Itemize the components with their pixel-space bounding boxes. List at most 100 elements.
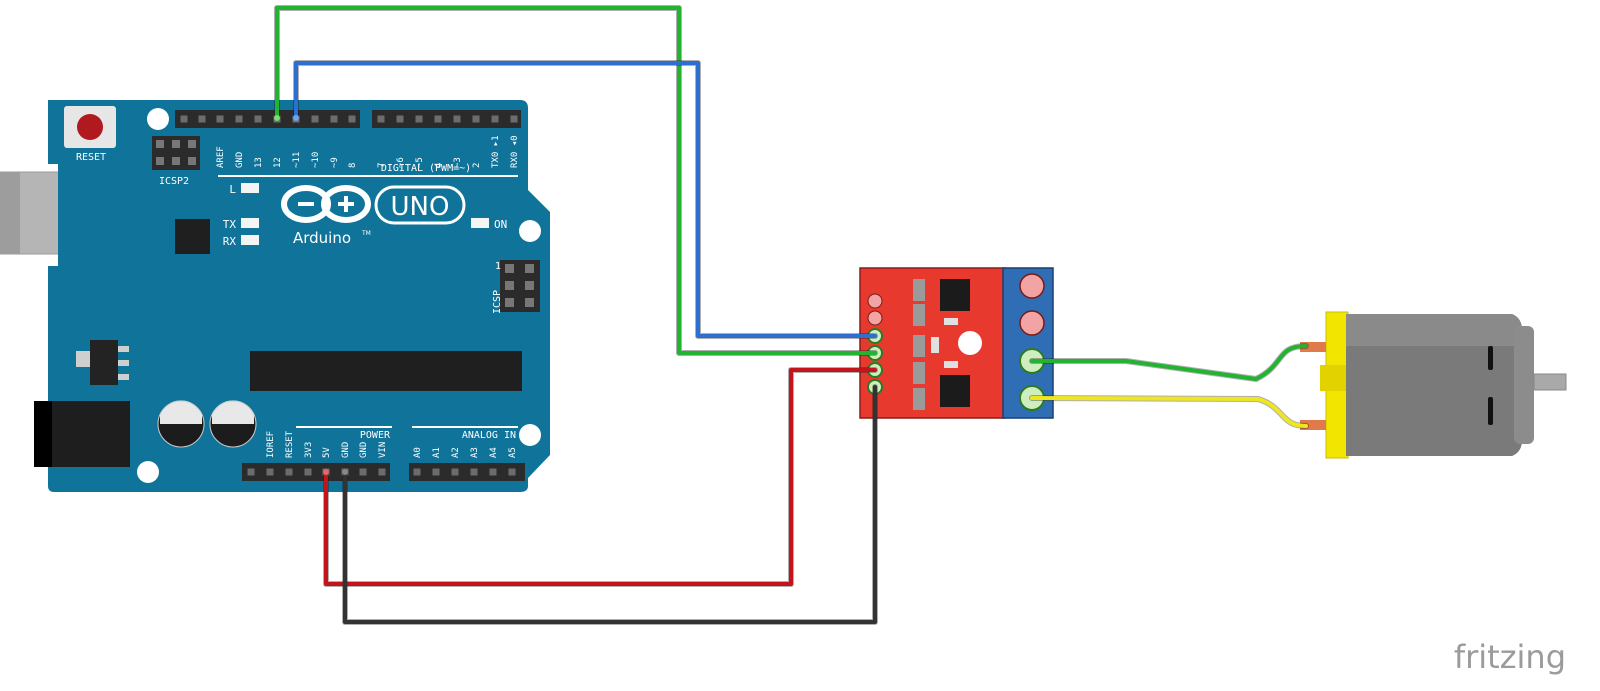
header-pin	[451, 468, 459, 476]
motor-terminal	[1300, 342, 1326, 352]
header-pin	[216, 115, 224, 123]
header-pin	[348, 115, 356, 123]
fritzing-watermark: fritzing	[1454, 638, 1566, 676]
resistor	[913, 362, 925, 384]
analog-label: ANALOG IN	[462, 430, 516, 441]
resistor	[913, 388, 925, 410]
resistor	[913, 335, 925, 357]
digital-pin-label: 8	[348, 163, 358, 168]
analog-pin-label: A0	[413, 447, 423, 458]
wire-driver-to-motor-b	[1030, 396, 1308, 428]
dc-motor	[1300, 311, 1567, 459]
reset-label: RESET	[76, 152, 106, 163]
header-pin	[434, 115, 442, 123]
usb-chip	[175, 219, 210, 254]
led-l-label: L	[229, 183, 236, 196]
motor-terminal	[1300, 420, 1326, 430]
header-pin	[285, 468, 293, 476]
power-pin-label: VIN	[378, 442, 388, 458]
digital-pin-label: 13	[254, 157, 264, 168]
header-pin	[359, 468, 367, 476]
led-tx-label: TX	[223, 218, 237, 231]
digital-pin-label: TX0 ▸1	[491, 135, 501, 168]
smd-part	[931, 337, 939, 353]
analog-pin-label: A1	[432, 447, 442, 458]
wire-driver-to-motor-a	[1030, 344, 1308, 381]
led-rx	[241, 235, 259, 245]
digital-pin-label: ~11	[292, 152, 302, 168]
wire-endpoint	[342, 469, 348, 475]
trademark-text: TM	[361, 230, 371, 237]
motor-front-cap	[1514, 326, 1534, 444]
voltage-regulator	[76, 340, 129, 385]
arduino-brand-text: Arduino	[293, 229, 351, 247]
header-pin	[235, 115, 243, 123]
reset-button-cap[interactable]	[77, 114, 103, 140]
motor-shaft	[1533, 373, 1567, 391]
driver-pin	[867, 293, 883, 309]
driver-ic	[940, 279, 970, 311]
header-pin	[304, 468, 312, 476]
header-pin	[413, 468, 421, 476]
header-pin	[378, 468, 386, 476]
wires	[274, 5, 1309, 625]
header-pin	[472, 115, 480, 123]
digital-pin-label: AREF	[216, 146, 226, 168]
analog-pin-label: A3	[470, 447, 480, 458]
header-pin	[198, 115, 206, 123]
power-label: POWER	[360, 430, 391, 441]
header-pin	[311, 115, 319, 123]
header-pin	[266, 468, 274, 476]
header-pin	[470, 468, 478, 476]
terminal-screw	[1019, 273, 1045, 299]
motor-slot	[1488, 346, 1493, 370]
header-pin	[415, 115, 423, 123]
icsp2-header	[152, 136, 200, 170]
digital-pin-label: ~9	[330, 157, 340, 168]
capacitor	[209, 400, 257, 448]
header-pin	[330, 115, 338, 123]
header-pin	[396, 115, 404, 123]
driver-ic	[940, 375, 970, 407]
smd-part	[944, 318, 958, 325]
power-pin-label: GND	[341, 442, 351, 458]
power-pin-label: 3V3	[304, 442, 314, 458]
digital-pin-label: 7	[377, 163, 387, 168]
resistor	[913, 279, 925, 301]
header-pin	[508, 468, 516, 476]
header-pin	[432, 468, 440, 476]
mounting-hole	[147, 108, 169, 130]
driver-mount-hole	[958, 331, 982, 355]
digital-pin-label: 12	[273, 157, 283, 168]
power-pin-label: RESET	[285, 430, 295, 458]
wire-pin11-to-driver	[294, 61, 877, 338]
atmega-chip	[250, 351, 522, 391]
motor-slot	[1488, 397, 1493, 425]
terminal-screw	[1019, 310, 1045, 336]
icsp-header	[500, 260, 540, 312]
led-l	[241, 183, 259, 193]
led-rx-label: RX	[223, 235, 237, 248]
header-pin	[489, 468, 497, 476]
digital-label: DIGITAL (PWM=~)	[381, 163, 471, 174]
digital-pin-label: 4	[434, 163, 444, 168]
motor-driver-module	[859, 267, 1054, 419]
icsp-label: ICSP	[492, 290, 503, 314]
power-pin-label: GND	[359, 442, 369, 458]
header-pin	[377, 115, 385, 123]
digital-pin-label: GND	[235, 152, 245, 168]
analog-pin-label: A2	[451, 447, 461, 458]
digital-pin-label: ~6	[396, 157, 406, 168]
mounting-hole	[519, 220, 541, 242]
driver-pin	[867, 310, 883, 326]
wire-gnd-to-driver	[343, 385, 877, 624]
power-pin-label: IOREF	[266, 431, 276, 458]
header-pin	[180, 115, 188, 123]
motor-body	[1346, 314, 1522, 456]
capacitor	[157, 400, 205, 448]
analog-pin-label: A4	[489, 447, 499, 458]
mounting-hole	[519, 424, 541, 446]
